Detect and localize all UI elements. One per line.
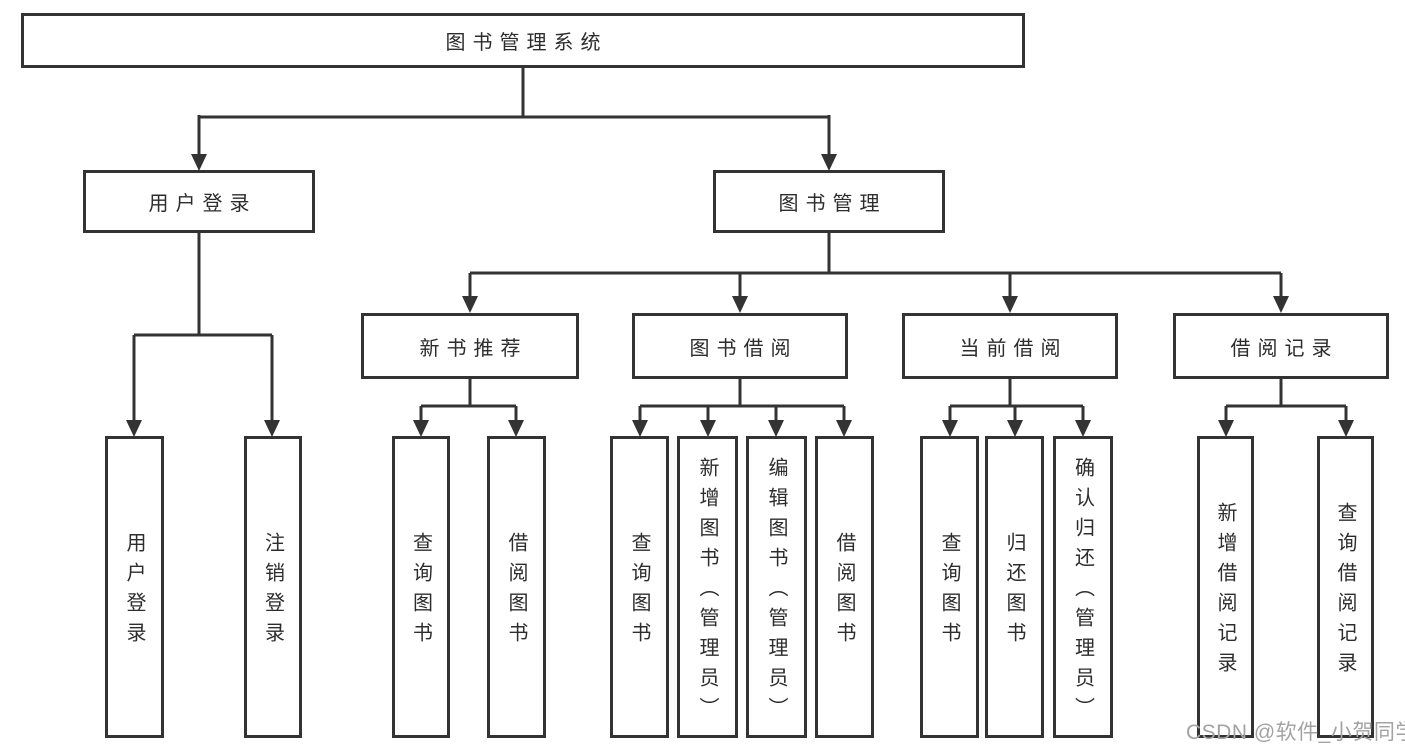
node-current-borrow: 当前借阅 — [902, 313, 1118, 379]
arrowhead-icon — [1007, 420, 1023, 437]
node-book-borrow: 图书借阅 — [632, 313, 848, 379]
node-label: 用户登录 — [123, 532, 145, 652]
arrowheads — [126, 154, 1354, 437]
leaf-confirm-return-admin: 确认归还（管理员） — [1053, 436, 1113, 738]
connector-current-borrow-to-leaves — [948, 378, 1085, 420]
node-root-system: 图书管理系统 — [21, 13, 1025, 68]
leaf-user-login: 用户登录 — [105, 436, 164, 738]
node-label: 借阅图书 — [833, 532, 855, 652]
arrowhead-icon — [700, 420, 716, 437]
arrowhead-icon — [1218, 420, 1234, 437]
leaf-logout: 注销登录 — [244, 436, 302, 738]
arrowhead-icon — [768, 420, 784, 437]
arrowhead-icon — [508, 420, 524, 437]
node-book-management: 图书管理 — [713, 170, 945, 233]
leaf-query-books-current: 查询图书 — [920, 436, 979, 738]
node-label: 当前借阅 — [959, 337, 1068, 360]
leaf-query-borrow-record: 查询借阅记录 — [1317, 436, 1374, 738]
connector-borrow-records-to-leaves — [1224, 378, 1348, 420]
node-label: 图书管理 — [778, 193, 887, 215]
connector-root-to-level2 — [197, 68, 831, 154]
node-label: 查询图书 — [628, 532, 650, 652]
leaf-query-books-recommend: 查询图书 — [392, 436, 450, 738]
watermark: CSDN @软件_小贺同学 — [1186, 721, 1405, 744]
node-label: 查询借阅记录 — [1334, 502, 1356, 682]
connector-lines — [132, 68, 1348, 420]
leaf-edit-book-admin: 编辑图书（管理员） — [746, 436, 807, 738]
node-label: 查询图书 — [938, 532, 960, 652]
arrowhead-icon — [1002, 296, 1018, 313]
node-label: 确认归还（管理员） — [1071, 457, 1094, 727]
arrowhead-icon — [126, 420, 142, 437]
arrowhead-icon — [191, 154, 207, 171]
arrowhead-icon — [942, 420, 958, 437]
connector-user-login-to-leaves — [132, 232, 274, 420]
arrowhead-icon — [836, 420, 852, 437]
connector-book-borrow-to-leaves — [638, 378, 846, 420]
leaf-add-book-admin: 新增图书（管理员） — [677, 436, 738, 738]
node-label: 注销登录 — [261, 532, 284, 652]
arrowhead-icon — [1273, 296, 1289, 313]
arrowhead-icon — [462, 296, 478, 313]
node-label: 图书借阅 — [689, 337, 798, 360]
arrowhead-icon — [413, 420, 429, 437]
leaf-add-borrow-record: 新增借阅记录 — [1197, 436, 1254, 738]
node-label: 借阅记录 — [1230, 337, 1339, 360]
leaf-query-books-borrow: 查询图书 — [610, 436, 669, 738]
arrowhead-icon — [1338, 420, 1354, 437]
node-label: 编辑图书（管理员） — [765, 457, 787, 727]
node-label: 用户登录 — [148, 193, 257, 215]
arrowhead-icon — [732, 296, 748, 313]
node-label: 新书推荐 — [419, 337, 528, 360]
arrowhead-icon — [1075, 420, 1091, 437]
node-label: 归还图书 — [1003, 532, 1025, 652]
leaf-return-books: 归还图书 — [985, 436, 1044, 738]
leaf-borrow-books: 借阅图书 — [815, 436, 874, 738]
connector-new-book-recommend-to-leaves — [419, 378, 518, 420]
node-label: 查询图书 — [409, 532, 432, 652]
node-label: 新增借阅记录 — [1214, 502, 1236, 682]
node-label: 图书管理系统 — [445, 32, 608, 54]
leaf-borrow-books-recommend: 借阅图书 — [487, 436, 546, 738]
connector-book-management-to-level3 — [468, 232, 1283, 296]
node-label: 借阅图书 — [505, 532, 527, 652]
arrowhead-icon — [821, 154, 837, 171]
node-borrow-records: 借阅记录 — [1173, 313, 1389, 379]
node-new-book-recommend: 新书推荐 — [361, 313, 579, 379]
node-label: 新增图书（管理员） — [696, 457, 718, 727]
node-user-login: 用户登录 — [83, 170, 315, 233]
arrowhead-icon — [264, 420, 280, 437]
arrowhead-icon — [632, 420, 648, 437]
